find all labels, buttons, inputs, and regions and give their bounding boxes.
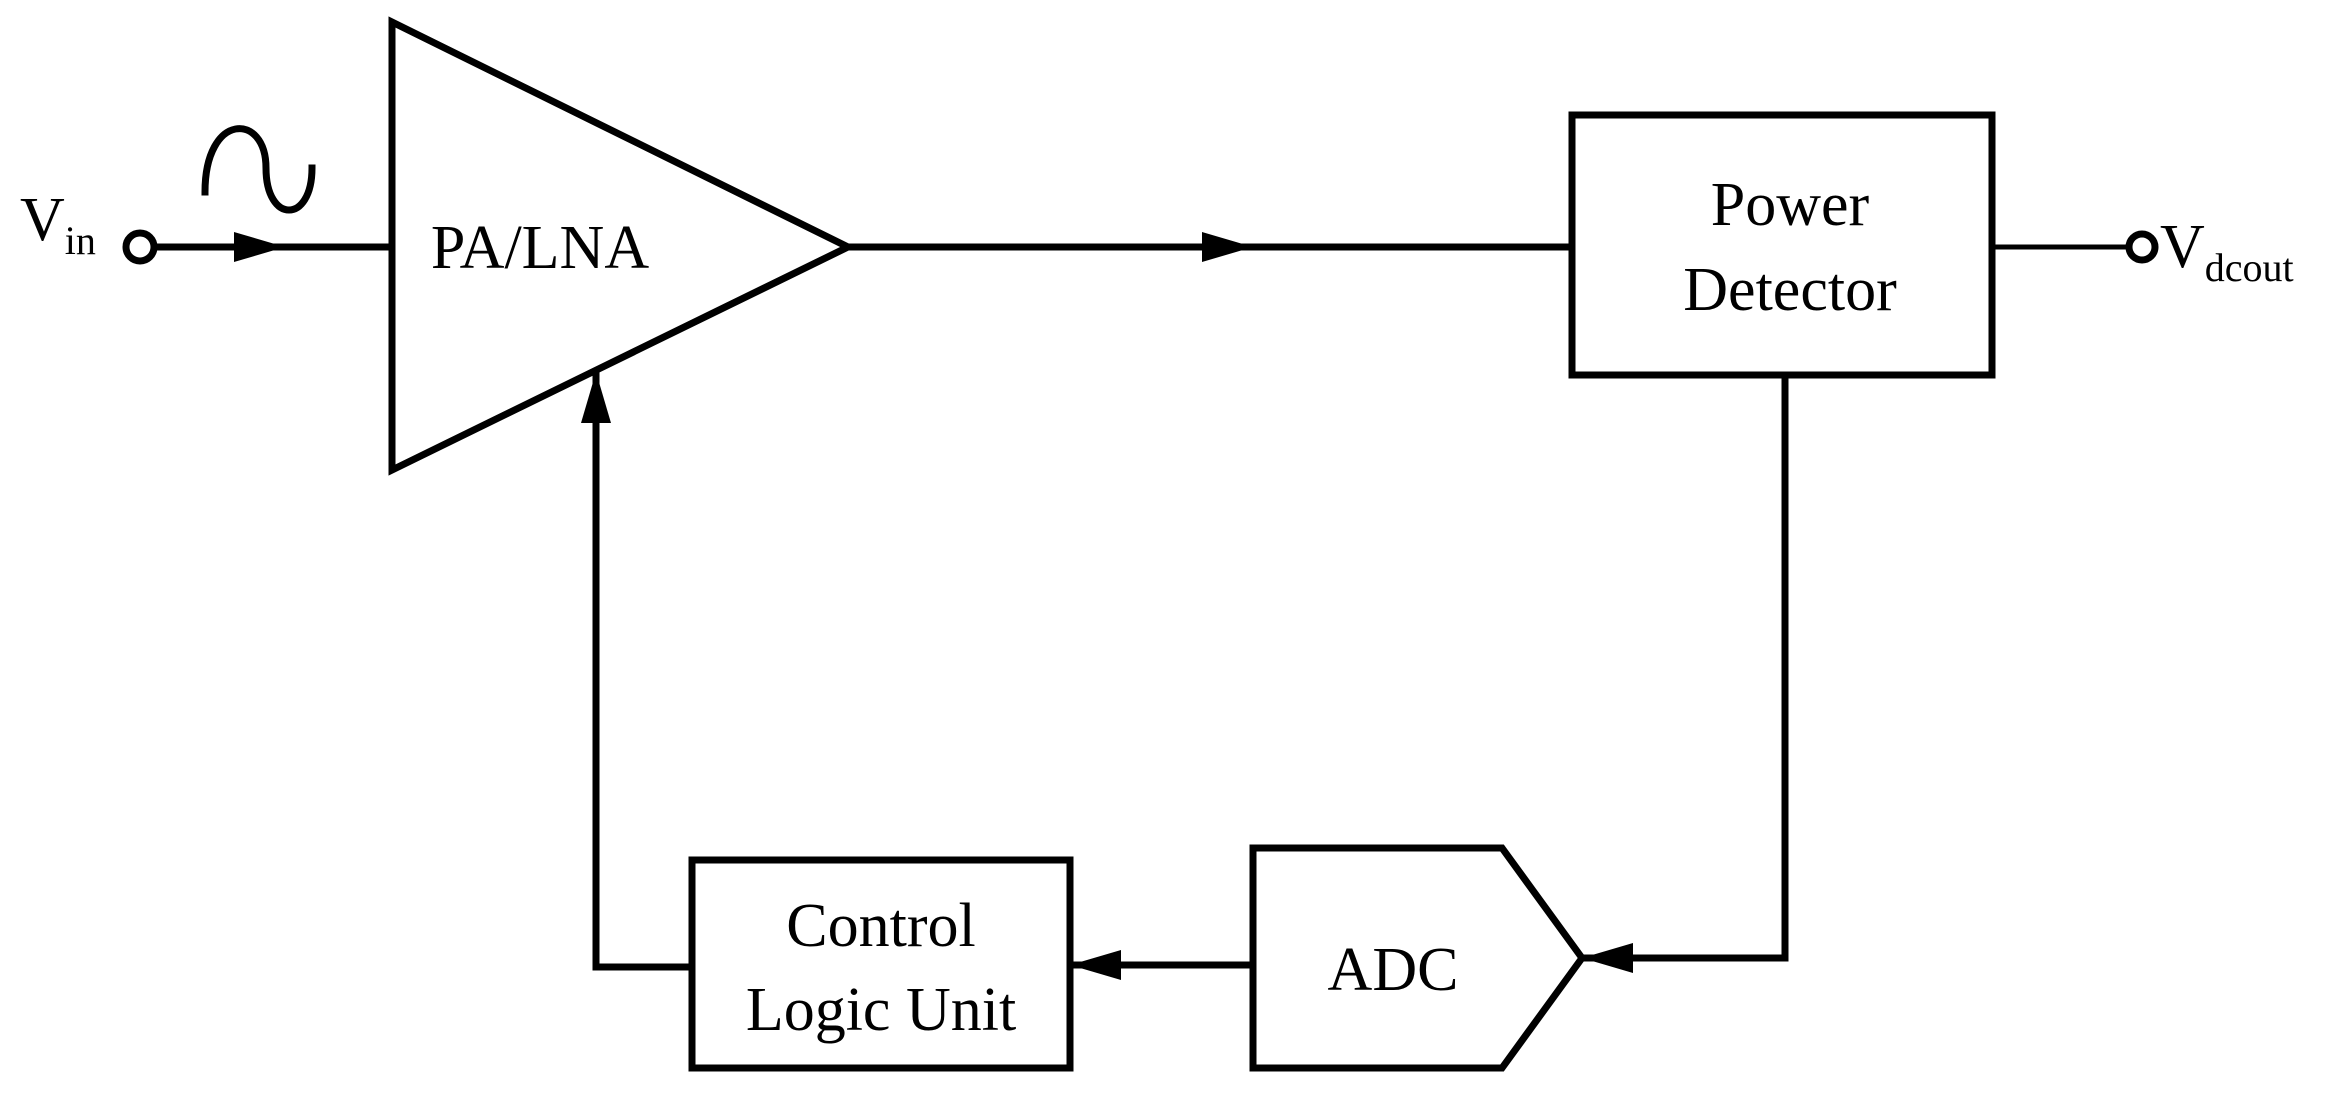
control-logic-block: Control Logic Unit xyxy=(688,856,1074,1072)
output-port: Vdcout xyxy=(2125,213,2294,290)
power-detector-box xyxy=(1568,111,1996,379)
input-port-label: Vin xyxy=(20,186,96,263)
amplifier-block: PA/LNA xyxy=(388,16,856,476)
detector-to-adc-line xyxy=(1578,371,1789,962)
power-detector-label-line1: Power xyxy=(1711,171,1870,239)
adc-label: ADC xyxy=(1328,936,1459,1004)
input-terminal xyxy=(122,229,158,265)
input-arrow-icon xyxy=(234,232,285,262)
amplifier-label: PA/LNA xyxy=(431,214,649,282)
adc-shape xyxy=(1249,844,1587,1072)
input-port: Vin xyxy=(20,186,158,265)
feedback-line xyxy=(592,368,696,971)
power-detector-label-line2: Detector xyxy=(1683,256,1897,324)
control-input-arrow-icon xyxy=(1070,950,1121,980)
power-detector-block: Power Detector xyxy=(1568,111,1996,379)
amplifier-triangle xyxy=(388,16,856,476)
output-port-label: Vdcout xyxy=(2160,213,2294,290)
adc-block: ADC xyxy=(1249,844,1587,1072)
sine-wave-icon xyxy=(201,125,316,214)
output-terminal xyxy=(2125,230,2159,264)
control-logic-label-line2: Logic Unit xyxy=(746,976,1016,1044)
adc-input-arrow-icon xyxy=(1582,943,1633,973)
amp-output-arrow-icon xyxy=(1202,232,1253,262)
feedback-arrow-icon xyxy=(581,372,611,423)
control-logic-label-line1: Control xyxy=(786,892,975,960)
